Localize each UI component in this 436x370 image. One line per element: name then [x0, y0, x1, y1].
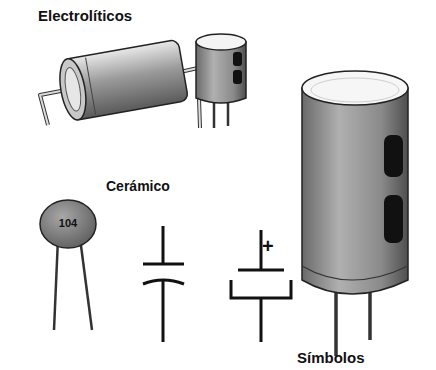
section-label: Símbolos	[297, 350, 365, 365]
capacitor-symbol	[143, 226, 184, 342]
small-radial-electrolytic-capacitor	[196, 34, 246, 128]
capacitor-code: 104	[59, 218, 77, 229]
polarity-mark: +	[262, 236, 274, 256]
ceramic-disc-capacitor	[40, 200, 96, 330]
axial-electrolytic-capacitor	[40, 39, 200, 128]
large-radial-electrolytic-capacitor	[302, 71, 408, 356]
type-label: Cerámico	[106, 179, 170, 193]
polarized-capacitor-symbol	[231, 230, 291, 342]
type-label: Electrolíticos	[38, 8, 132, 23]
